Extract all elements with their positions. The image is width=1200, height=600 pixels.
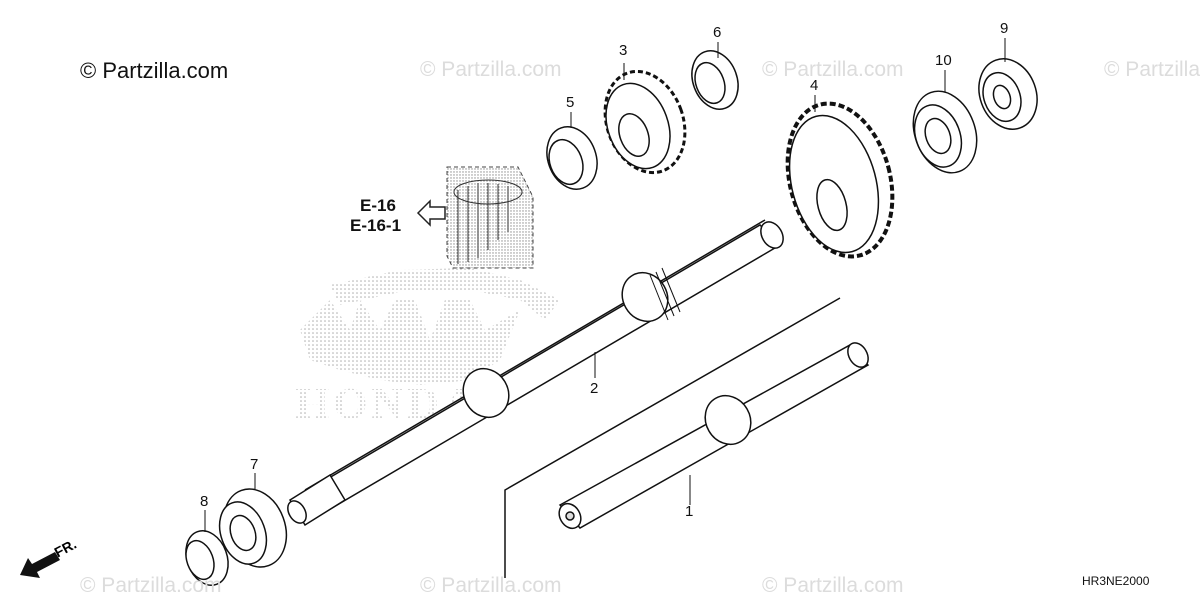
- shaft-2: [287, 219, 784, 527]
- seal-9: [978, 58, 1038, 130]
- gear-4: [785, 101, 895, 259]
- front-direction-arrow-icon: [20, 552, 60, 578]
- leader-lines: [204, 38, 1006, 532]
- watermark-text: © Partzilla.com: [1104, 58, 1200, 81]
- watermark-text: © Partzilla.com: [420, 58, 562, 81]
- copyright-text: © Partzilla.com: [80, 58, 229, 83]
- bearing-10: [912, 90, 978, 174]
- callout-5: 5: [566, 94, 575, 111]
- gear-3: [603, 69, 687, 175]
- reference-label-e16-1: E-16-1: [350, 216, 402, 235]
- reference-arrow-icon: [416, 199, 446, 227]
- washer-5: [546, 126, 598, 190]
- watermark-text: © Partzilla.com: [80, 574, 222, 597]
- watermark-text: © Partzilla.com: [762, 574, 904, 597]
- callout-1: 1: [685, 503, 694, 520]
- washer-6: [691, 50, 739, 110]
- honda-wing-watermark: HONDA: [295, 268, 560, 428]
- callout-9: 9: [1000, 20, 1009, 37]
- shaft-1: [558, 342, 870, 530]
- reference-label-e16: E-16: [360, 196, 396, 215]
- reference-box: [446, 166, 534, 269]
- callout-3: 3: [619, 42, 628, 59]
- bearing-7: [218, 488, 288, 568]
- callout-2: 2: [590, 380, 599, 397]
- group-bracket: [504, 297, 841, 578]
- callout-10: 10: [935, 52, 952, 69]
- callout-7: 7: [250, 456, 259, 473]
- callout-6: 6: [713, 24, 722, 41]
- callout-8: 8: [200, 493, 209, 510]
- washer-8: [185, 530, 229, 586]
- watermark-text: © Partzilla.com: [420, 574, 562, 597]
- callout-4: 4: [810, 77, 819, 94]
- diagram-code: HR3NE2000: [1082, 574, 1150, 588]
- watermark-text: © Partzilla.com: [762, 58, 904, 81]
